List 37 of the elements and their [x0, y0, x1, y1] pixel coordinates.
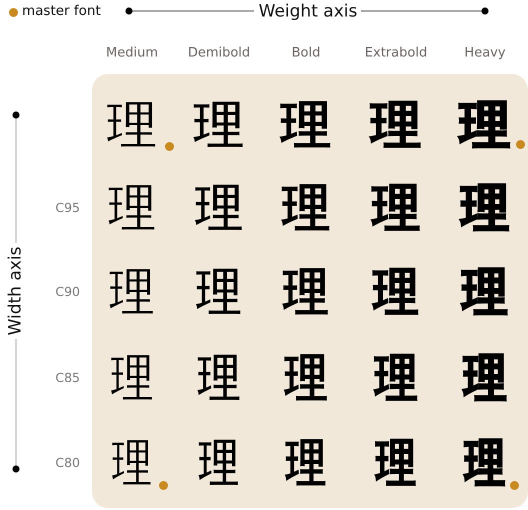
- legend-label: master font: [22, 5, 101, 18]
- column-header: Extrabold: [364, 46, 428, 60]
- glyph-sample: 理: [282, 183, 330, 233]
- glyph-sample: 理: [196, 267, 242, 317]
- glyph-sample: 理: [460, 100, 510, 150]
- glyph-sample: 理: [461, 183, 509, 233]
- column-header: Demibold: [188, 46, 250, 60]
- row-header: C80: [55, 455, 80, 471]
- glyph-sample: 理: [464, 353, 506, 403]
- glyph-sample: 理: [281, 100, 331, 150]
- glyph-sample: 理: [371, 100, 421, 150]
- glyph-sample: 理: [199, 438, 239, 488]
- glyph-sample: 理: [462, 267, 508, 317]
- glyph-sample: 理: [112, 438, 152, 488]
- glyph-sample: 理: [198, 353, 240, 403]
- glyph-sample: 理: [284, 267, 328, 317]
- glyph-sample: 理: [372, 183, 420, 233]
- glyph-sample: 理: [107, 100, 157, 150]
- glyph-sample: 理: [374, 353, 418, 403]
- glyph-sample: 理: [374, 267, 418, 317]
- axis-label: Width axis: [8, 246, 24, 336]
- glyph-sample: 理: [110, 353, 154, 403]
- glyph-sample: 理: [195, 183, 243, 233]
- glyph-sample: 理: [108, 183, 156, 233]
- glyph-sample: 理: [284, 353, 328, 403]
- glyph-sample: 理: [194, 100, 244, 150]
- axis-label: Weight axis: [258, 4, 358, 20]
- row-header: C90: [55, 284, 80, 300]
- column-header: Bold: [292, 46, 320, 60]
- glyph-sample: 理: [376, 438, 416, 488]
- row-header: C85: [55, 370, 80, 386]
- glyph-sample: 理: [286, 438, 326, 488]
- column-header: Medium: [106, 46, 158, 60]
- row-header: C95: [55, 200, 80, 216]
- column-header: Heavy: [464, 46, 506, 60]
- glyph-sample: 理: [110, 267, 154, 317]
- glyph-sample: 理: [465, 438, 505, 488]
